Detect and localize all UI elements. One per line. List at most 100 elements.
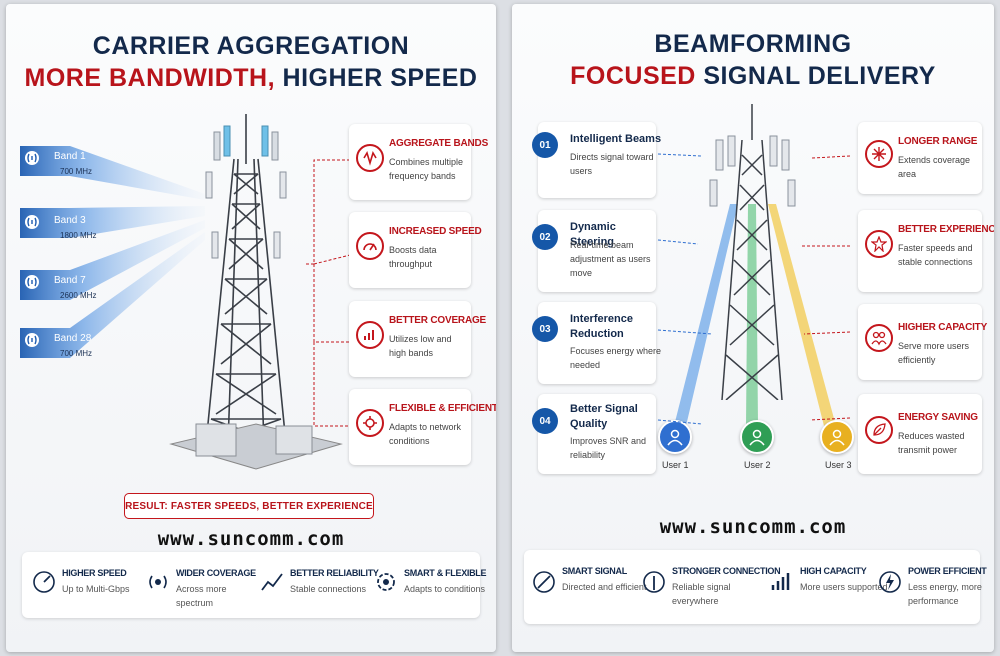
gear-icon	[377, 573, 395, 591]
footer-description: More users supported	[800, 582, 888, 592]
band-frequency: 2600 MHz	[60, 291, 97, 300]
antenna-array	[709, 135, 796, 207]
footer-description: Directed and efficient	[562, 582, 647, 592]
feature-card: 03 Interference Reduction Focuses energy…	[532, 302, 661, 384]
benefit-title: LONGER RANGE	[898, 136, 978, 147]
feature-description: Real-time beam adjustment as users move	[570, 240, 651, 278]
cell-tower-illustration	[169, 114, 343, 470]
band-beam	[20, 220, 205, 300]
user-label: User 1	[662, 460, 689, 470]
footer-title: SMART & FLEXIBLE	[404, 568, 487, 578]
footer-description: Across more spectrum	[176, 584, 227, 608]
footer-item: STRONGER CONNECTION Reliable signal ever…	[638, 562, 781, 612]
benefit-description: Utilizes low and high bands	[389, 334, 452, 358]
signal-icon	[356, 321, 384, 349]
benefit-card: ENERGY SAVING Reduces wasted transmit po…	[858, 394, 982, 474]
antenna-array	[205, 125, 287, 259]
user-label: User 2	[744, 460, 771, 470]
subtitle-navy: SIGNAL DELIVERY	[703, 62, 936, 90]
footer-item: HIGH CAPACITY More users supported	[766, 562, 888, 612]
range-icon	[865, 140, 893, 168]
benefit-card: LONGER RANGE Extends coverage area	[858, 122, 982, 194]
band-frequency: 1800 MHz	[60, 231, 97, 240]
speed-icon	[356, 232, 384, 260]
subtitle-red: MORE BANDWIDTH,	[24, 64, 276, 92]
footer-description: Reliable signal everywhere	[672, 582, 731, 606]
band-beam	[20, 206, 205, 238]
band-beam	[20, 146, 205, 200]
benefit-title: BETTER EXPERIENCE	[898, 224, 994, 235]
footer-title: BETTER RELIABILITY	[290, 568, 379, 578]
equipment-shelter	[169, 423, 343, 470]
subtitle-red: FOCUSED	[570, 62, 696, 90]
footer-description: Stable connections	[290, 584, 367, 594]
cell-tower-illustration	[709, 104, 796, 400]
footer-features: SMART SIGNAL Directed and efficient STRO…	[524, 550, 987, 624]
star-icon	[865, 230, 893, 258]
target-icon	[533, 571, 555, 593]
benefit-title: BETTER COVERAGE	[389, 315, 487, 326]
band-label: Band 7	[54, 275, 86, 286]
benefit-title: HIGHER CAPACITY	[898, 322, 988, 333]
user-label: User 3	[825, 460, 852, 470]
benefit-title: FLEXIBLE & EFFICIENT	[389, 403, 496, 414]
footer-item: WIDER COVERAGE Across more spectrum	[142, 562, 256, 608]
user-icon	[658, 420, 692, 454]
waves-icon	[356, 144, 384, 172]
signal-icon	[25, 275, 39, 289]
benefit-card: HIGHER CAPACITY Serve more users efficie…	[858, 304, 987, 380]
footer-title: SMART SIGNAL	[562, 566, 627, 576]
users-icon	[865, 324, 893, 352]
speedometer-icon	[33, 571, 55, 593]
footer-item: POWER EFFICIENT Less energy, more perfor…	[874, 562, 987, 612]
connector-lines	[306, 159, 355, 427]
benefit-description: Serve more users efficiently	[898, 341, 970, 365]
footer-title: WIDER COVERAGE	[176, 568, 256, 578]
footer-description: Adapts to conditions	[404, 584, 486, 594]
beam-user-3	[768, 204, 836, 426]
footer-item: HIGHER SPEED Up to Multi-Gbps	[28, 562, 138, 608]
footer-features: HIGHER SPEED Up to Multi-Gbps WIDER COVE…	[22, 552, 487, 618]
benefit-card: INCREASED SPEED Boosts data throughput	[349, 212, 482, 288]
carrier-aggregation-panel: CARRIER AGGREGATION MORE BANDWIDTH, HIGH…	[6, 4, 496, 652]
footer-title: POWER EFFICIENT	[908, 566, 987, 576]
band-beams	[20, 146, 205, 358]
band-frequency: 700 MHz	[60, 349, 93, 358]
feature-description: Improves SNR and reliability	[570, 436, 647, 460]
footer-title: HIGHER SPEED	[62, 568, 127, 578]
footer-title: STRONGER CONNECTION	[672, 566, 781, 576]
feature-description: Focuses energy where needed	[570, 346, 662, 370]
footer-item: BETTER RELIABILITY Stable connections	[256, 562, 379, 608]
website-url: www.suncomm.com	[157, 528, 345, 550]
benefit-description: Reduces wasted transmit power	[898, 431, 965, 455]
signal-icon	[25, 215, 39, 229]
benefit-description: Combines multiple frequency bands	[389, 157, 464, 181]
band-label: Band 28	[54, 333, 92, 344]
benefit-description: Boosts data throughput	[389, 245, 437, 269]
step-number-badge: 01	[532, 132, 558, 158]
benefit-card: BETTER EXPERIENCE Faster speeds and stab…	[858, 210, 994, 292]
feature-card: 02 Dynamic Steering Real-time beam adjus…	[532, 210, 656, 292]
benefit-title: ENERGY SAVING	[898, 412, 978, 423]
panel-subtitle: FOCUSED SIGNAL DELIVERY	[512, 62, 994, 91]
beam-paths	[674, 204, 836, 426]
benefit-card: AGGREGATE BANDS Combines multiple freque…	[349, 124, 488, 200]
footer-item: SMART SIGNAL Directed and efficient	[528, 562, 646, 612]
user-icon	[740, 420, 774, 454]
result-banner: RESULT: FASTER SPEEDS, BETTER EXPERIENCE	[124, 493, 374, 519]
benefit-card: FLEXIBLE & EFFICIENT Adapts to network c…	[349, 389, 496, 465]
benefit-title: AGGREGATE BANDS	[389, 138, 489, 149]
beamforming-panel: BEAMFORMING FOCUSED SIGNAL DELIVERY User…	[512, 4, 994, 652]
feature-title: Dynamic Steering	[570, 221, 616, 248]
benefit-description: Faster speeds and stable connections	[898, 243, 973, 267]
panel-title: BEAMFORMING	[654, 30, 852, 58]
panel-title: CARRIER AGGREGATION	[92, 32, 410, 60]
website-url: www.suncomm.com	[659, 516, 847, 538]
footer-item: SMART & FLEXIBLE Adapts to conditions	[370, 562, 487, 608]
flex-icon	[356, 409, 384, 437]
signal-icon	[25, 333, 39, 347]
broadcast-icon	[149, 575, 167, 589]
chart-icon	[261, 573, 283, 591]
user-icon	[820, 420, 854, 454]
antenna-icon	[643, 571, 665, 593]
